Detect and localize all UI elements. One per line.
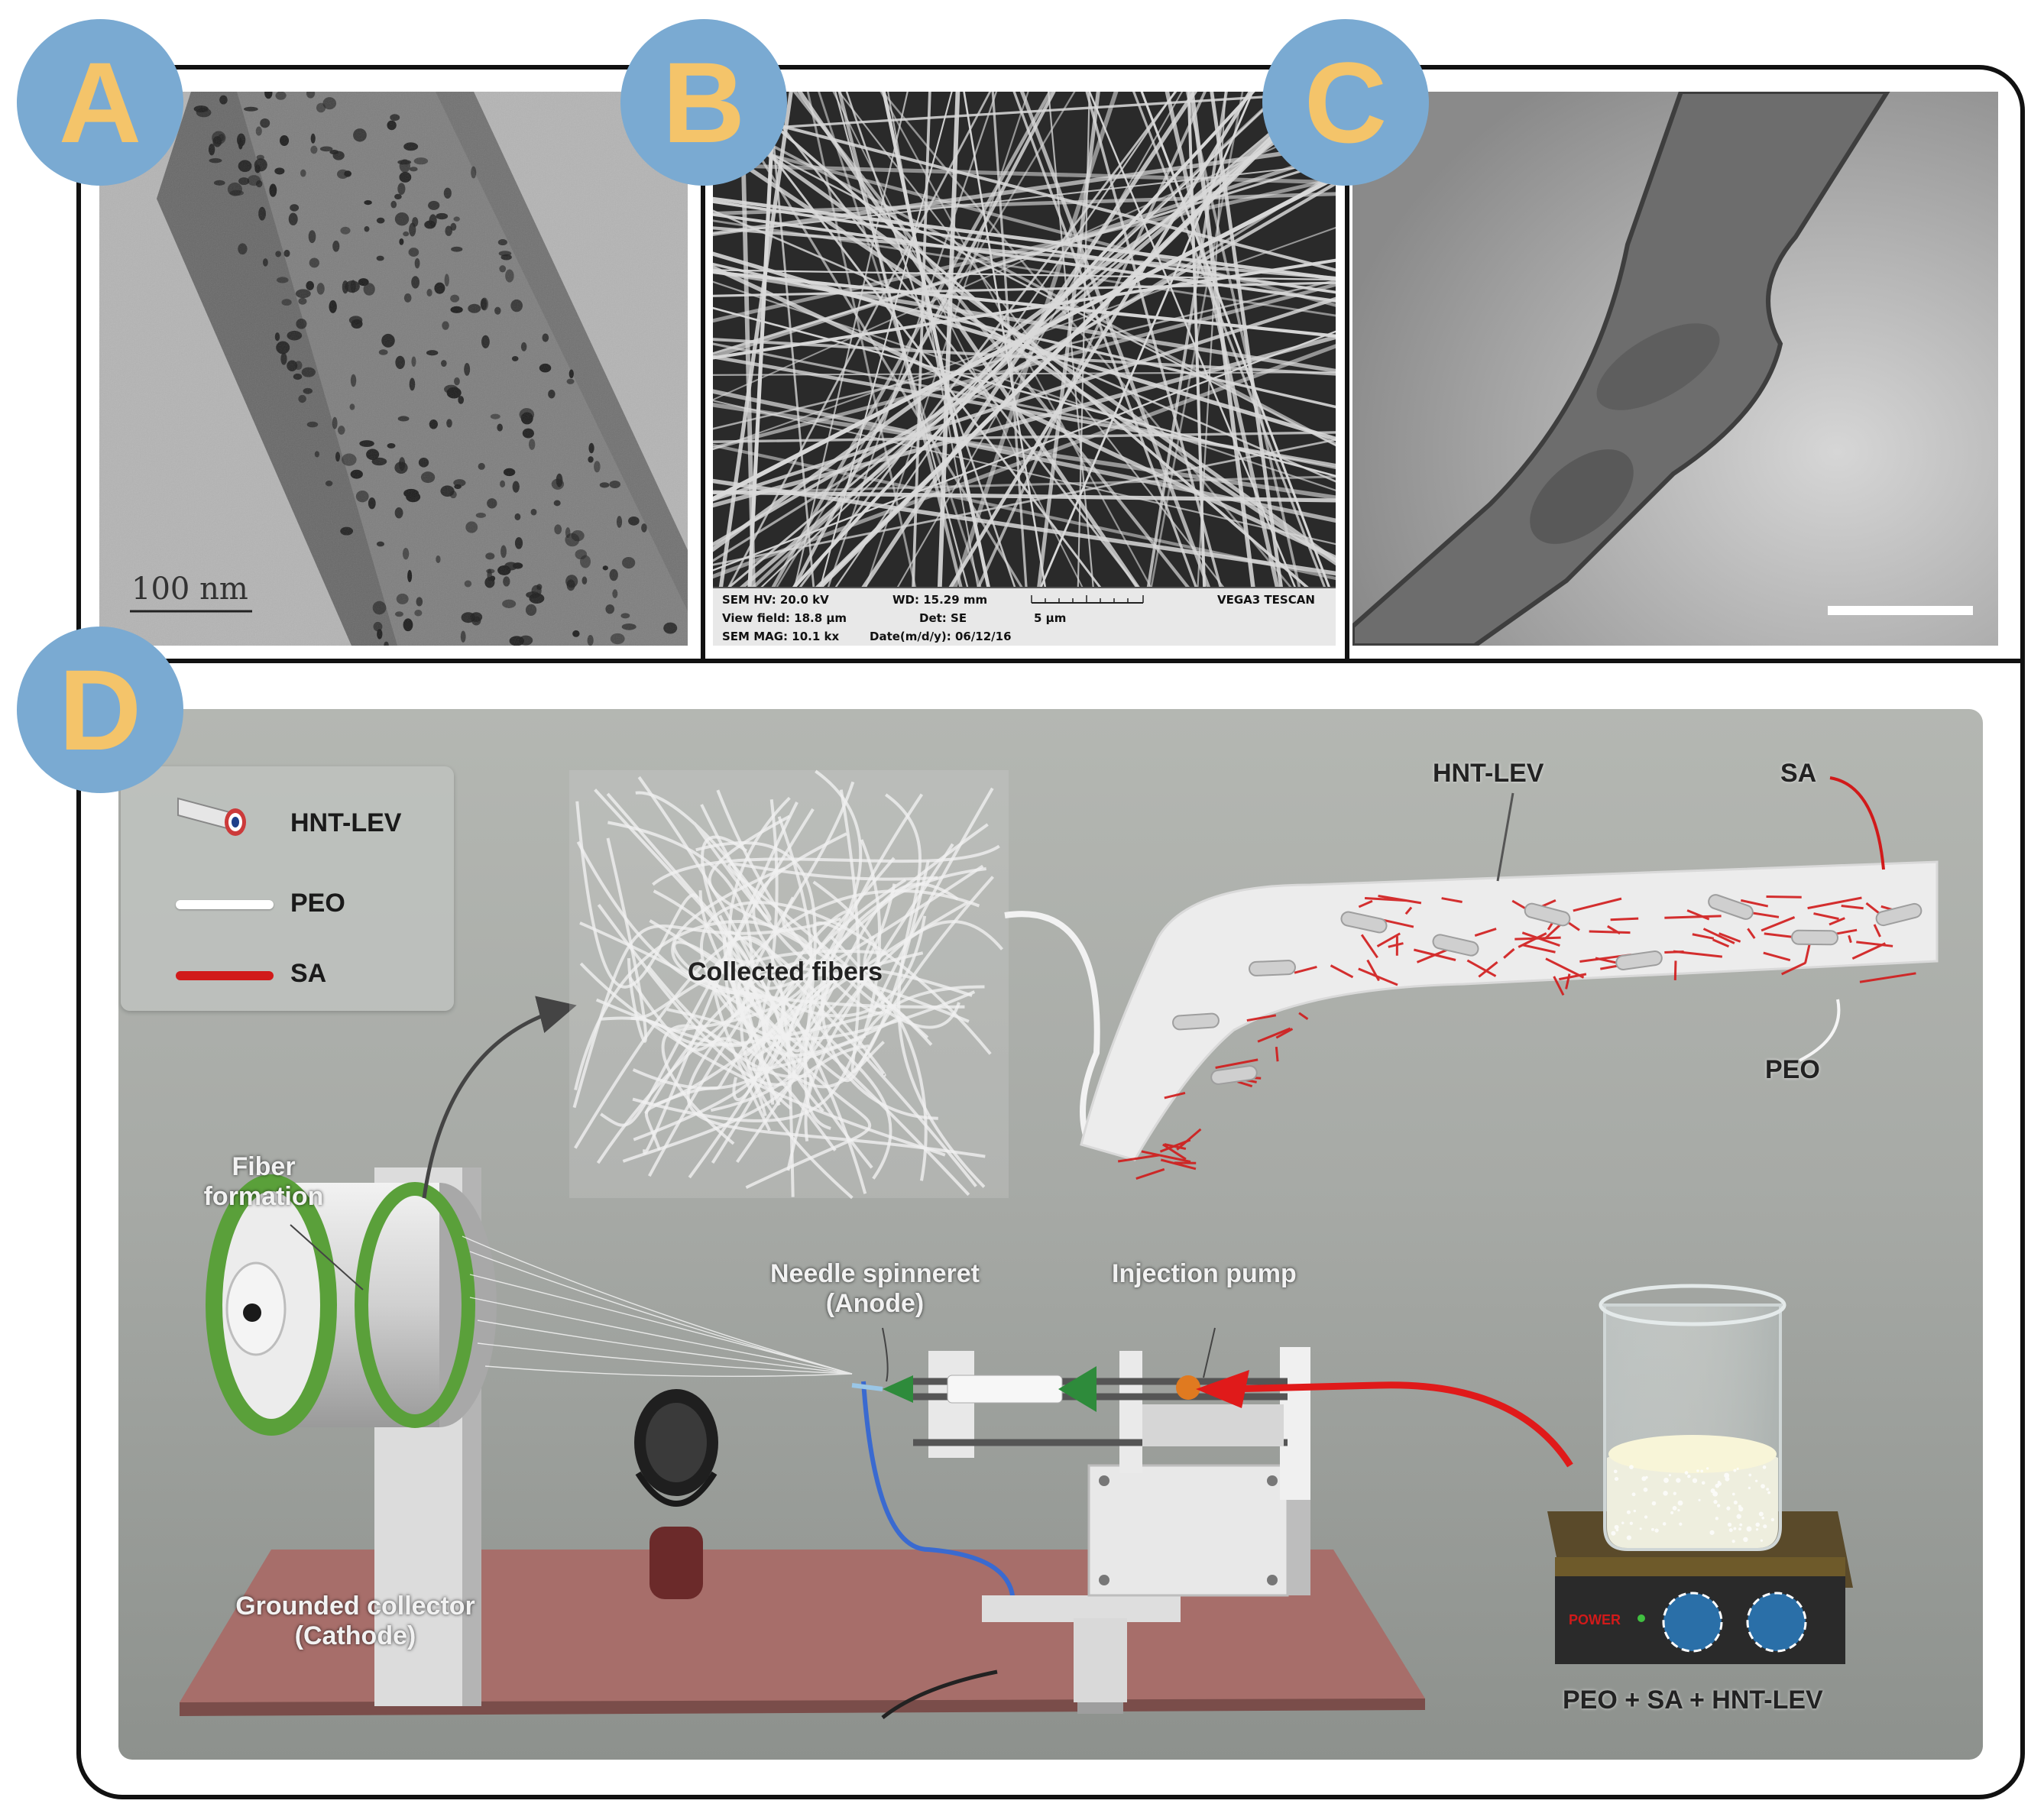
sem-det: Det: SE: [919, 611, 967, 625]
panel-a-tem-image: 100 nm: [99, 92, 688, 646]
sem-scale: 5 μm: [1034, 611, 1067, 625]
label-sa-fiber: SA: [1780, 759, 1817, 788]
legend-hnt-lev-label: HNT-LEV: [290, 808, 402, 837]
label-fiber-formation-line2: formation: [203, 1182, 324, 1211]
panel-b-sem-image: [713, 92, 1336, 646]
label-solution: PEO + SA + HNT-LEV: [1563, 1686, 1823, 1715]
label-collected-fibers: Collected fibers: [688, 957, 883, 986]
sem-instrument: VEGA3 TESCAN: [1217, 593, 1315, 607]
sem-date: Date(m/d/y): 06/12/16: [870, 630, 1012, 643]
label-needle-line2: (Anode): [825, 1289, 925, 1318]
sem-mag: SEM MAG: 10.1 kx: [722, 630, 840, 643]
badge-c: C: [1262, 19, 1429, 186]
label-fiber-formation-line1: Fiber: [232, 1152, 296, 1181]
label-collector-line1: Grounded collector: [235, 1592, 475, 1621]
badge-b: B: [620, 19, 787, 186]
sem-hv: SEM HV: 20.0 kV: [722, 593, 829, 607]
legend-peo-label: PEO: [290, 889, 345, 918]
sem-scale-ruler: [1031, 595, 1144, 604]
figure-frame: [76, 65, 2025, 1799]
label-power: POWER: [1569, 1612, 1621, 1627]
legend-peo-swatch: [176, 900, 274, 909]
legend: HNT-LEV PEO SA: [121, 766, 454, 1011]
legend-hnt-lev-icon: [177, 797, 246, 836]
row-divider: [76, 659, 2025, 663]
label-needle-spinneret: Needle spinneret (Anode): [745, 1259, 1005, 1319]
panel-c-tem-image: [1352, 92, 1998, 646]
badge-d: D: [17, 627, 183, 793]
legend-sa-swatch: [176, 971, 274, 980]
label-collector-line2: (Cathode): [294, 1621, 416, 1650]
label-grounded-collector: Grounded collector (Cathode): [218, 1592, 493, 1651]
label-injection-pump: Injection pump: [1112, 1259, 1297, 1288]
label-needle-line1: Needle spinneret: [770, 1259, 980, 1288]
scale-bar-label: 100 nm: [131, 572, 248, 607]
sem-info-bar: SEM HV: 20.0 kV WD: 15.29 mm VEGA3 TESCA…: [713, 587, 1336, 646]
sem-wd: WD: 15.29 mm: [892, 593, 988, 607]
label-peo-fiber: PEO: [1765, 1055, 1820, 1084]
sem-view-field: View field: 18.8 μm: [722, 611, 847, 625]
label-fiber-formation: Fiber formation: [195, 1152, 332, 1212]
column-divider-2: [1345, 65, 1349, 661]
badge-a: A: [17, 19, 183, 186]
label-hnt-lev-fiber: HNT-LEV: [1433, 759, 1544, 788]
column-divider-1: [701, 65, 705, 661]
legend-sa-label: SA: [290, 959, 327, 988]
